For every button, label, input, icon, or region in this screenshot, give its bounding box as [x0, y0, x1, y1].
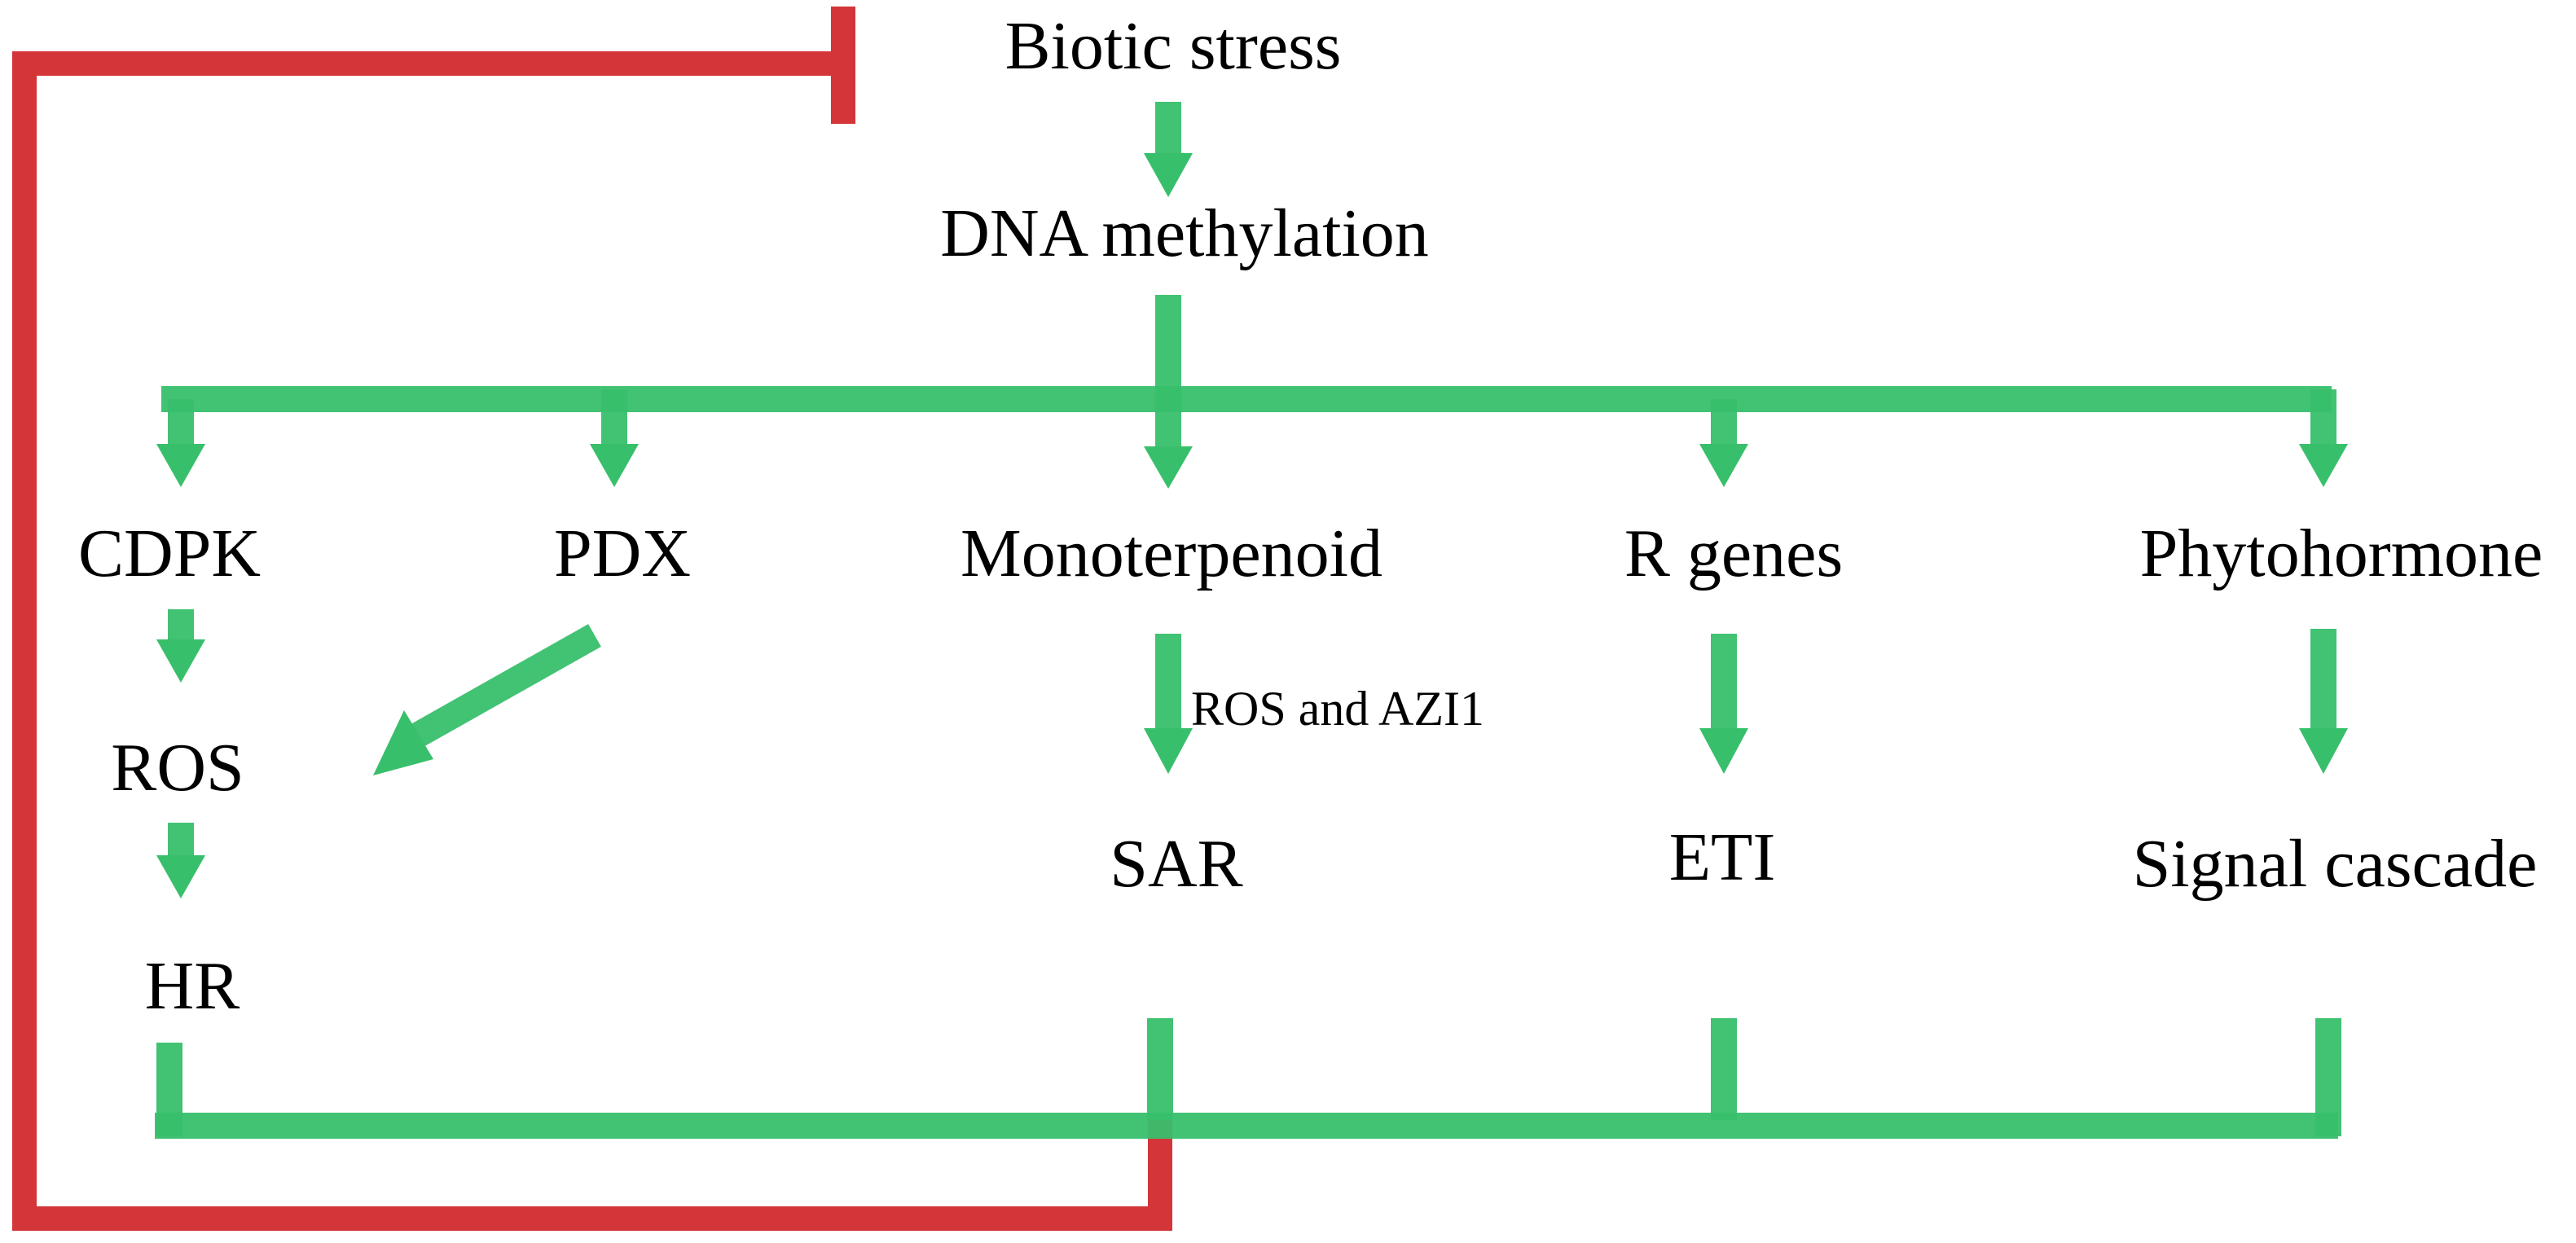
node-hr: HR: [145, 948, 240, 1024]
node-phytohormone: Phytohormone: [2140, 516, 2543, 591]
inhibition-loop-line: [12, 51, 1172, 1231]
arrowhead-hr: [156, 855, 205, 898]
node-r-genes: R genes: [1624, 516, 1843, 591]
node-eti: ETI: [1669, 819, 1776, 895]
arrow-pdx-to-ros-shaft: [411, 624, 601, 747]
edge-label-ros-and-azi1: ROS and AZI1: [1191, 682, 1484, 736]
node-sar: SAR: [1110, 826, 1242, 902]
arrowhead-phytohormone: [2299, 444, 2348, 487]
node-monoterpenoid: Monoterpenoid: [961, 516, 1383, 591]
arrowheads: [156, 153, 2348, 898]
arrowhead-cdpk: [156, 444, 205, 487]
arrowhead-ros: [156, 639, 205, 683]
node-dna-methylation: DNA methylation: [940, 195, 1429, 271]
node-ros: ROS: [111, 730, 244, 806]
node-biotic-stress: Biotic stress: [1005, 8, 1342, 84]
arrowhead-monoterpenoid: [1144, 446, 1193, 489]
node-pdx: PDX: [554, 516, 691, 591]
arrowhead-sar: [1144, 728, 1193, 774]
node-cdpk: CDPK: [78, 516, 261, 591]
node-signal-cascade: Signal cascade: [2133, 826, 2538, 902]
activation-network: [155, 102, 2341, 1139]
arrowhead-dna-methylation: [1144, 153, 1193, 197]
inhibition-feedback-loop: [12, 7, 1172, 1231]
arrowhead-pdx-to-ros: [373, 710, 433, 775]
arrowhead-r-genes: [1699, 444, 1748, 487]
arrowhead-pdx: [590, 444, 639, 487]
node-labels: Biotic stress DNA methylation CDPK PDX M…: [78, 8, 2543, 1024]
arrowhead-signal-cascade: [2299, 728, 2348, 774]
arrowhead-eti: [1699, 728, 1748, 774]
